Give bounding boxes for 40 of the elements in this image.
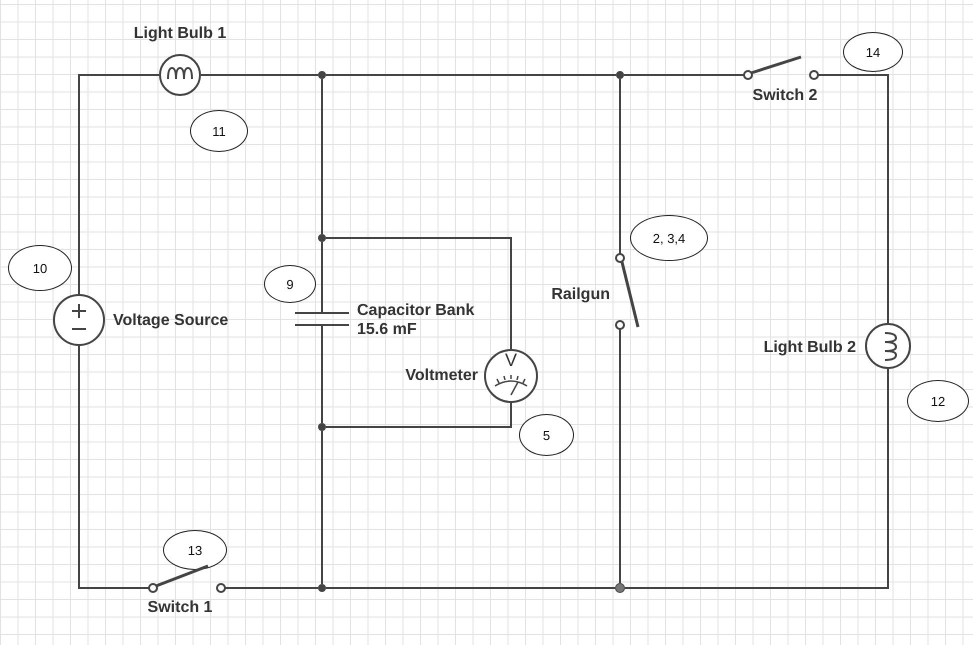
wire — [321, 242, 323, 312]
wire — [619, 333, 621, 583]
callout-number: 12 — [907, 380, 969, 422]
wire — [321, 431, 323, 584]
junction-dot — [318, 234, 326, 242]
component-label: Capacitor Bank 15.6 mF — [357, 301, 476, 339]
component-label: Light Bulb 2 — [762, 338, 856, 357]
callout-number: 5 — [519, 414, 574, 456]
junction-dot — [615, 583, 625, 593]
wire — [228, 587, 318, 589]
wire — [619, 79, 621, 250]
wire — [821, 74, 889, 323]
junction-dot — [318, 71, 326, 79]
component-label: Voltmeter — [404, 366, 478, 385]
wire — [321, 79, 323, 234]
callout-number: 2, 3,4 — [630, 215, 708, 261]
callout-number: 9 — [264, 265, 316, 303]
wire — [201, 74, 318, 76]
component-label: Voltage Source — [113, 311, 230, 330]
wire — [326, 74, 616, 76]
callout-number: 11 — [190, 110, 248, 152]
meter-letter: V — [504, 350, 518, 370]
callout-number: 14 — [843, 32, 903, 72]
wire — [624, 74, 741, 76]
wire — [625, 369, 889, 589]
wire — [321, 326, 323, 423]
callout-number: 10 — [8, 245, 72, 291]
component-label: Light Bulb 1 — [132, 24, 228, 43]
component-label: Switch 1 — [146, 598, 214, 617]
junction-dot — [318, 584, 326, 592]
wire — [326, 587, 615, 589]
wire — [326, 237, 512, 349]
callout-number: 13 — [163, 530, 227, 570]
wire — [326, 403, 512, 428]
component-label: Switch 2 — [752, 86, 818, 105]
wire — [78, 346, 146, 589]
wire — [78, 74, 159, 294]
junction-dot — [318, 423, 326, 431]
component-label: Railgun — [550, 285, 610, 304]
junction-dot — [616, 71, 624, 79]
